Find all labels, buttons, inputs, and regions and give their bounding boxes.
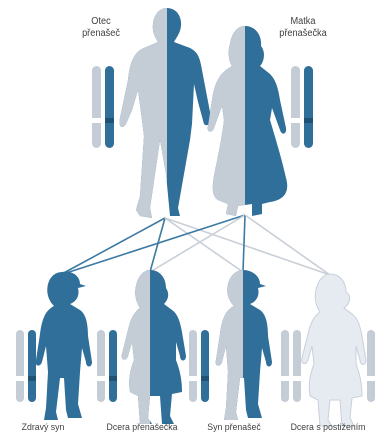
mother-label-line2: přenašečka <box>271 28 335 40</box>
mother-chromosome-x2-marker <box>304 118 313 123</box>
father-label: Otec přenašeč <box>69 16 133 40</box>
line-mother-daughter-affected <box>245 215 330 275</box>
mother-chromosome-x1-marker <box>291 118 300 123</box>
child4-extra-chromosome <box>367 330 375 402</box>
child4-chromosome-x1-marker <box>281 376 289 381</box>
father-chromosome-y <box>105 66 114 148</box>
daughter-affected-figure <box>302 274 366 426</box>
child4-chromosome-x2-marker <box>293 376 301 381</box>
line-father-daughter-affected <box>165 218 330 275</box>
child1-chromosome-x <box>16 330 24 402</box>
child3-chromosome-y-marker <box>201 376 209 381</box>
child-label-son-carrier: Syn přenašeč <box>193 422 276 434</box>
son-carrier-figure <box>216 270 272 420</box>
child2-chromosome-x1 <box>97 330 105 402</box>
child-label-healthy-son: Zdravý syn <box>2 422 85 434</box>
child1-chromosomes <box>16 330 36 402</box>
mother-chromosome-x2 <box>304 66 313 148</box>
line-father-son-carrier <box>165 218 243 272</box>
daughter-carrier-figure <box>122 270 186 424</box>
child3-chromosome-y <box>201 330 209 402</box>
mother-figure <box>208 26 288 216</box>
healthy-son-figure <box>36 272 92 420</box>
child3-chromosome-x-marker <box>189 376 197 381</box>
child4-chromosome-x1 <box>281 330 289 402</box>
child3-chromosomes <box>189 330 209 402</box>
child1-chromosome-y <box>28 330 36 402</box>
child4-chromosome-edge-marker <box>367 376 375 381</box>
line-mother-son-carrier <box>243 215 245 272</box>
inheritance-lines <box>60 215 330 275</box>
father-label-line1: Otec <box>69 16 133 28</box>
child2-chromosome-x2-marker <box>109 376 117 381</box>
mother-chromosomes <box>291 66 313 148</box>
child2-chromosomes <box>97 330 117 402</box>
child1-chromosome-y-marker <box>28 376 36 381</box>
mother-label: Matka přenašečka <box>271 16 335 40</box>
child-label-daughter-carrier: Dcera přenašečka <box>101 422 184 434</box>
mother-label-line1: Matka <box>271 16 335 28</box>
child2-chromosome-x2 <box>109 330 117 402</box>
child-label-daughter-affected: Dcera s postižením <box>287 422 370 434</box>
child3-chromosome-x <box>189 330 197 402</box>
father-chromosome-y-marker <box>105 118 114 123</box>
child1-chromosome-x-marker <box>16 376 24 381</box>
child4-chromosomes <box>281 330 301 402</box>
child4-chromosome-edge <box>367 330 375 402</box>
father-chromosome-x-marker <box>92 118 101 123</box>
father-label-line2: přenašeč <box>69 28 133 40</box>
father-chromosome-x <box>92 66 101 148</box>
child2-chromosome-x1-marker <box>97 376 105 381</box>
father-chromosomes <box>92 66 114 148</box>
child4-chromosome-x2 <box>293 330 301 402</box>
mother-chromosome-x1 <box>291 66 300 148</box>
